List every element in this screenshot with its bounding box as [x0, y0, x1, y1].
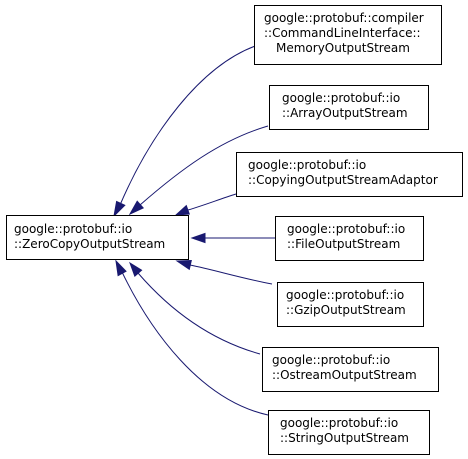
edge-array [128, 125, 269, 216]
derived-class-node-string-output-stream[interactable]: google::protobuf::io ::StringOutputStrea… [268, 410, 430, 455]
node-label-line: ::FileOutputStream [287, 237, 400, 251]
node-label-line: ::ArrayOutputStream [282, 106, 408, 120]
base-class-node[interactable]: google::protobuf::io ::ZeroCopyOutputStr… [6, 215, 189, 260]
node-label-line: google::protobuf::io [280, 416, 398, 430]
derived-class-node-memory-output-stream[interactable]: google::protobuf::compiler ::CommandLine… [254, 5, 442, 65]
node-label-line: MemoryOutputStream [276, 41, 410, 55]
node-label-line: ::GzipOutputStream [286, 303, 406, 317]
node-label-line: google::protobuf::compiler [264, 11, 424, 25]
edge-file [190, 232, 275, 244]
derived-class-node-copying-output-stream-adaptor[interactable]: google::protobuf::io ::CopyingOutputStre… [236, 152, 463, 197]
edge-copying [174, 193, 237, 216]
node-label-line: google::protobuf::io [282, 91, 400, 105]
edge-memory [113, 44, 259, 218]
node-label-line: ::OstreamOutputStream [272, 368, 417, 382]
edges [113, 44, 275, 416]
derived-class-node-ostream-output-stream[interactable]: google::protobuf::io ::OstreamOutputStre… [262, 347, 439, 392]
edge-string [115, 259, 269, 416]
edge-gzip [175, 259, 273, 285]
node-label-line: ::CopyingOutputStreamAdaptor [248, 173, 438, 187]
derived-class-node-array-output-stream[interactable]: google::protobuf::io ::ArrayOutputStream [269, 85, 429, 130]
node-label-line: google::protobuf::io [248, 158, 366, 172]
node-label-line: google::protobuf::io [272, 353, 390, 367]
node-label-line: google::protobuf::io [14, 222, 132, 236]
node-label-line: ::StringOutputStream [280, 431, 409, 445]
node-label-line: google::protobuf::io [286, 288, 404, 302]
edge-ostream [129, 261, 261, 355]
node-label-line: google::protobuf::io [287, 222, 405, 236]
node-label-line: ::CommandLineInterface:: [264, 26, 421, 40]
derived-class-node-gzip-output-stream[interactable]: google::protobuf::io ::GzipOutputStream [277, 282, 424, 327]
derived-class-node-file-output-stream[interactable]: google::protobuf::io ::FileOutputStream [275, 216, 424, 261]
node-label-line: ::ZeroCopyOutputStream [14, 237, 165, 251]
